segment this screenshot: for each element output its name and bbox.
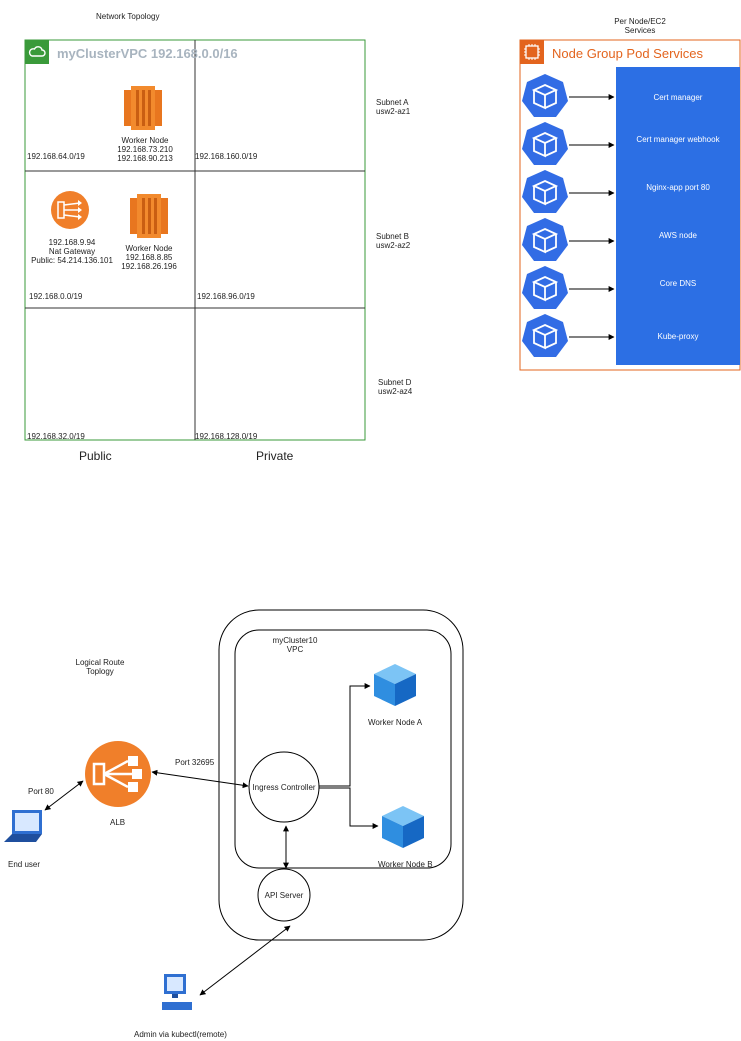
- cidr-d-private: 192.168.128.0/19: [195, 432, 258, 441]
- kubernetes-pod-icon: [521, 217, 569, 265]
- kubernetes-pod-icon: [521, 121, 569, 169]
- cube-icon: [372, 662, 418, 708]
- load-balancer-icon: [84, 740, 152, 808]
- ec2-instance-icon: [124, 86, 162, 130]
- laptop-icon: [2, 808, 46, 848]
- network-topology-title: Network Topology: [96, 12, 160, 21]
- ingress-label: Ingress Controller: [252, 783, 316, 792]
- service-aws-node: AWS node: [616, 211, 740, 259]
- chip-icon: [520, 40, 544, 64]
- node-group-header: Per Node/EC2 Services: [614, 17, 666, 35]
- desktop-computer-icon: [160, 972, 196, 1014]
- kubernetes-pod-icon: [521, 265, 569, 313]
- nat-gateway-info: 192.168.9.94 Nat Gateway Public: 54.214.…: [31, 238, 113, 265]
- ec2-instance-icon: [130, 194, 168, 238]
- cidr-a-public: 192.168.64.0/19: [27, 152, 85, 161]
- kubernetes-pod-icon: [521, 73, 569, 121]
- logical-vpc-label: myCluster10 VPC: [272, 636, 318, 654]
- cidr-b-public: 192.168.0.0/19: [29, 292, 83, 301]
- ingress-circle: [248, 751, 320, 823]
- service-cert-manager-webhook: Cert manager webhook: [616, 115, 740, 163]
- worker-node-a-info: Worker Node 192.168.73.210 192.168.90.21…: [117, 136, 173, 163]
- node-group-box: [519, 39, 741, 371]
- port32695-label: Port 32695: [175, 758, 215, 767]
- nat-gateway-icon: [50, 190, 90, 230]
- service-kube-proxy: Kube-proxy: [616, 307, 740, 365]
- kubernetes-pod-icon: [521, 169, 569, 217]
- kubernetes-pod-icon: [521, 313, 569, 361]
- vpc-label: myClusterVPC 192.168.0.0/16: [57, 46, 238, 61]
- api-server-label: API Server: [264, 891, 304, 900]
- worker-b-label: Worker Node B: [378, 860, 433, 869]
- admin-label: Admin via kubectl(remote): [134, 1030, 227, 1039]
- private-label: Private: [256, 449, 294, 463]
- cube-icon: [380, 804, 426, 850]
- vpc-cloud-icon: [25, 40, 49, 64]
- end-user-label: End user: [8, 860, 41, 869]
- logical-title: Logical Route Toplogy: [75, 658, 125, 676]
- cidr-b-private: 192.168.96.0/19: [197, 292, 255, 301]
- node-group-title: Node Group Pod Services: [552, 46, 704, 61]
- cidr-a-private: 192.168.160.0/19: [195, 152, 258, 161]
- alb-label: ALB: [110, 818, 126, 827]
- service-core-dns: Core DNS: [616, 259, 740, 307]
- logical-vpc-inner: [234, 629, 452, 869]
- worker-node-b-info: Worker Node 192.168.8.85 192.168.26.196: [121, 244, 177, 271]
- cidr-d-public: 192.168.32.0/19: [27, 432, 85, 441]
- public-label: Public: [79, 449, 112, 463]
- service-nginx-app: Nginx-app port 80: [616, 163, 740, 211]
- api-circle: [257, 868, 311, 922]
- port80-label: Port 80: [28, 787, 54, 796]
- worker-a-label: Worker Node A: [368, 718, 423, 727]
